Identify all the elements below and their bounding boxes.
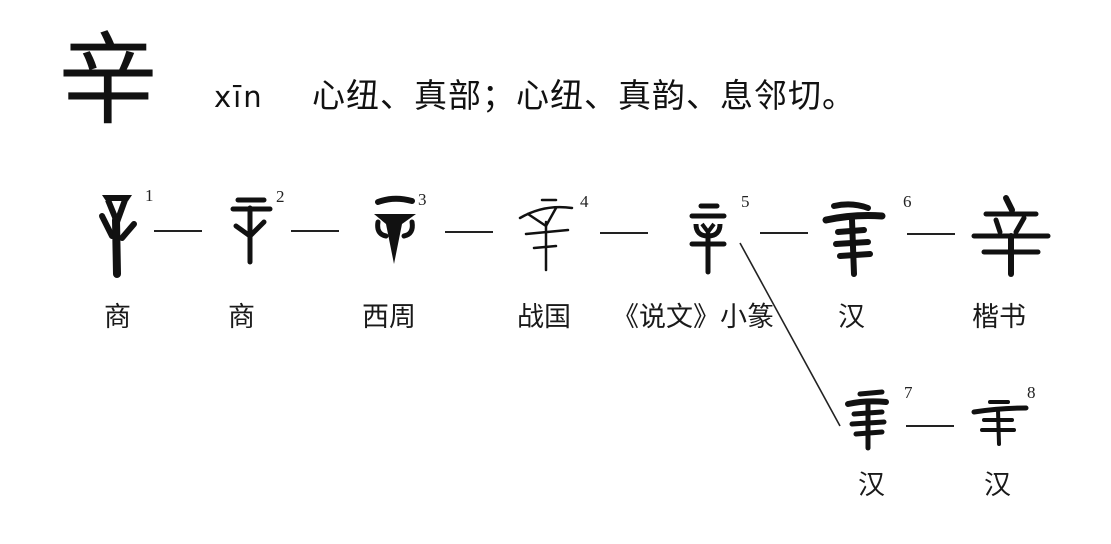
form-index-3: 3: [418, 190, 427, 209]
headword-character: 辛: [58, 22, 158, 139]
period-label: 汉: [984, 470, 1011, 501]
form-index-8: 8: [1027, 383, 1036, 402]
connector-dash: [600, 232, 648, 234]
period-label: 楷书: [972, 302, 1026, 333]
period-label: 《说文》小篆: [612, 302, 774, 333]
connector-dash: [291, 230, 339, 232]
glyph-7-clerical-variant: [845, 389, 890, 456]
period-label: 汉: [838, 302, 865, 333]
connector-dash: [760, 232, 808, 234]
form-index-7: 7: [904, 383, 913, 402]
glyph-8-clerical-variant: [971, 398, 1029, 452]
glyph-final-regular-script: [970, 195, 1052, 280]
form-index-2: 2: [276, 187, 285, 206]
form-index-5: 5: [741, 192, 750, 211]
glyph-6-clerical: [822, 200, 886, 282]
period-label: 汉: [858, 470, 885, 501]
form-index-6: 6: [903, 192, 912, 211]
form-index-4: 4: [580, 192, 589, 211]
period-label: 西周: [362, 302, 416, 333]
period-label: 商: [228, 302, 255, 333]
connector-dash: [907, 233, 955, 235]
glyph-1-oracle-bone: [98, 192, 142, 281]
pinyin: xīn: [214, 80, 264, 114]
phonological-reading: 心纽、真部；心纽、真韵、息邻切。: [312, 76, 856, 115]
connector-dash: [154, 230, 202, 232]
connector-dash: [906, 425, 954, 427]
period-label: 战国: [517, 302, 571, 333]
period-label: 商: [104, 302, 131, 333]
glyph-4-warring-states: [516, 196, 576, 278]
glyph-5-small-seal: [688, 202, 728, 280]
glyph-3-bronze: [372, 195, 418, 272]
form-index-1: 1: [145, 186, 154, 205]
connector-dash: [445, 231, 493, 233]
glyph-2-oracle-bone: [230, 196, 273, 270]
